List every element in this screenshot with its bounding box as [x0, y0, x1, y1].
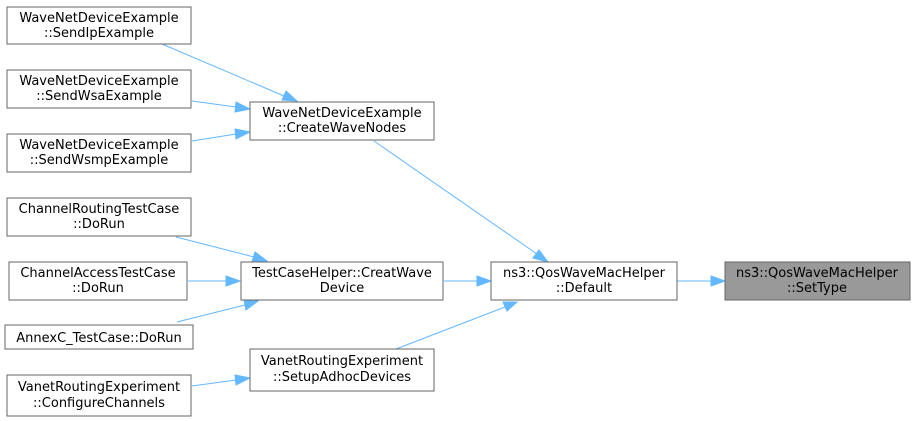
node-qos-wave-mac-helper-set-type: ns3::QosWaveMacHelper ::SetType	[724, 261, 911, 301]
edges	[161, 43, 727, 387]
node-default-line1: ns3::QosWaveMacHelper	[503, 266, 666, 281]
node-default-line2: ::Default	[556, 281, 612, 296]
edge-configurechannels-to-setupadhoc	[191, 374, 252, 387]
node-send-wsmp-example[interactable]: WaveNetDeviceExample ::SendWsmpExample	[6, 133, 192, 173]
node-setup-adhoc-devices-line1: VanetRoutingExperiment	[261, 354, 423, 369]
edge-createwavenodes-to-default	[373, 140, 550, 263]
node-send-ip-example-line1: WaveNetDeviceExample	[19, 11, 178, 26]
node-creat-wave-device[interactable]: TestCaseHelper::CreatWave Device	[240, 261, 444, 301]
node-channel-access-do-run-line1: ChannelAccessTestCase	[20, 266, 175, 281]
edge-sendwsmp-to-createwavenodes	[191, 128, 252, 142]
node-configure-channels-line2: ::ConfigureChannels	[33, 396, 165, 411]
node-create-wave-nodes-line2: ::CreateWaveNodes	[278, 121, 407, 136]
node-send-wsa-example-line2: ::SendWsaExample	[36, 89, 162, 104]
node-set-type-line2: ::SetType	[787, 281, 847, 296]
node-channel-access-do-run-line2: ::DoRun	[72, 281, 124, 296]
node-annexc-do-run[interactable]: AnnexC_TestCase::DoRun	[4, 324, 194, 350]
node-creat-wave-device-line2: Device	[320, 281, 364, 296]
node-creat-wave-device-line1: TestCaseHelper::CreatWave	[251, 266, 432, 281]
edge-creatwavedevice-to-default	[444, 275, 493, 287]
node-setup-adhoc-devices[interactable]: VanetRoutingExperiment ::SetupAdhocDevic…	[249, 348, 435, 392]
node-configure-channels-line1: VanetRoutingExperiment	[18, 380, 180, 395]
node-set-type-line1: ns3::QosWaveMacHelper	[736, 266, 899, 281]
node-send-wsmp-example-line1: WaveNetDeviceExample	[19, 138, 178, 153]
edge-sendip-to-createwavenodes	[161, 43, 299, 102]
node-setup-adhoc-devices-line2: ::SetupAdhocDevices	[273, 370, 411, 385]
node-send-ip-example-line2: ::SendIpExample	[44, 26, 154, 41]
edge-channelaccess-to-creatwavedevice	[188, 275, 242, 287]
edge-setupadhoc-to-default	[395, 301, 519, 350]
node-create-wave-nodes-line1: WaveNetDeviceExample	[262, 106, 421, 121]
node-send-ip-example[interactable]: WaveNetDeviceExample ::SendIpExample	[6, 6, 192, 45]
node-channel-routing-do-run-line2: ::DoRun	[73, 217, 125, 232]
node-channel-routing-do-run-line1: ChannelRoutingTestCase	[19, 202, 180, 217]
edge-annexc-to-creatwavedevice	[176, 299, 260, 323]
node-configure-channels[interactable]: VanetRoutingExperiment ::ConfigureChanne…	[6, 374, 192, 417]
edge-channelrouting-to-creatwavedevice	[175, 236, 269, 263]
edge-sendwsa-to-createwavenodes	[191, 100, 252, 113]
node-qos-wave-mac-helper-default[interactable]: ns3::QosWaveMacHelper ::Default	[490, 261, 678, 301]
node-channel-routing-do-run[interactable]: ChannelRoutingTestCase ::DoRun	[6, 197, 192, 237]
node-create-wave-nodes[interactable]: WaveNetDeviceExample ::CreateWaveNodes	[249, 101, 435, 141]
node-send-wsa-example-line1: WaveNetDeviceExample	[19, 74, 178, 89]
node-annexc-do-run-line1: AnnexC_TestCase::DoRun	[16, 331, 181, 346]
node-send-wsa-example[interactable]: WaveNetDeviceExample ::SendWsaExample	[6, 69, 192, 109]
nodes: WaveNetDeviceExample ::SendIpExample Wav…	[4, 6, 911, 417]
node-channel-access-do-run[interactable]: ChannelAccessTestCase ::DoRun	[8, 261, 188, 301]
node-send-wsmp-example-line2: ::SendWsmpExample	[30, 153, 168, 168]
edge-default-to-settype	[677, 275, 727, 287]
